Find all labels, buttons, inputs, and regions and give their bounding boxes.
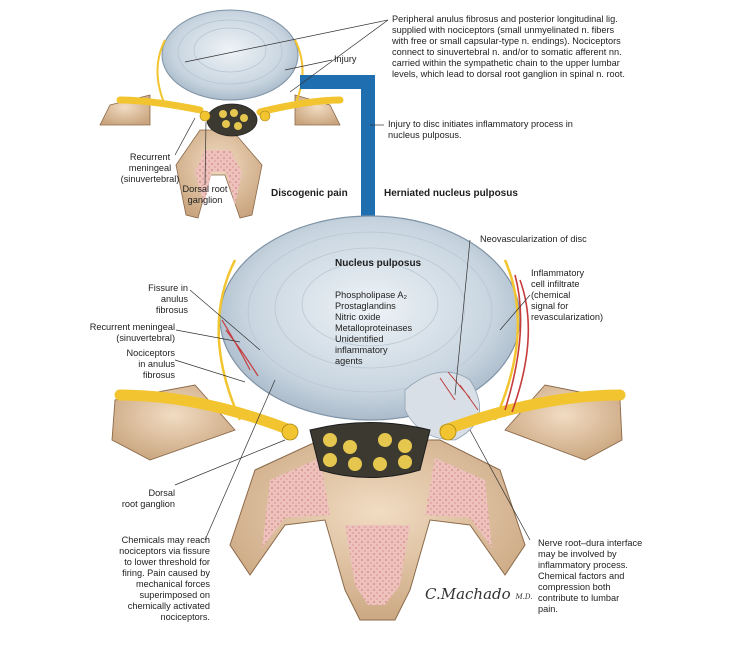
label-herniated-nucleus: Herniated nucleus pulposus — [384, 188, 518, 199]
label-line: connect to sinuvertebral n. and/or to so… — [392, 47, 622, 57]
label-line: Dorsal root — [182, 184, 228, 194]
label-line: mechanical forces — [135, 579, 210, 589]
top-vertebra — [99, 9, 344, 219]
label-line: compression both — [538, 582, 611, 592]
label-nucleus-pulposus: Nucleus pulposus — [335, 258, 422, 269]
label-line: Nerve root–dura interface — [538, 538, 643, 548]
label-inflammatory-agents: Phospholipase A₂ Prostaglandins Nitric o… — [335, 290, 412, 367]
label-line: cell infiltrate — [531, 279, 580, 289]
label-line: firing. Pain caused by — [122, 568, 210, 578]
label-peripheral-anulus: Peripheral anulus fibrosus and posterior… — [392, 14, 625, 80]
label-line: supplied with nociceptors (small unmyeli… — [392, 25, 615, 35]
label-fissure-anulus: Fissure in anulus fibrosus — [110, 283, 188, 316]
label-line: agents — [335, 356, 363, 366]
label-line: meningeal — [128, 163, 172, 173]
label-line: inflammatory process. — [538, 560, 628, 570]
label-line: nociceptors via fissure — [119, 546, 210, 556]
label-line: anulus — [160, 294, 188, 304]
label-line: (chemical — [531, 290, 571, 300]
label-line: root ganglion — [121, 499, 175, 509]
label-line: (sinuvertebral) — [116, 333, 175, 343]
label-nerve-root-dura: Nerve root–dura interface may be involve… — [538, 538, 642, 615]
label-line: to lower threshold for — [124, 557, 210, 567]
label-line: with free or small capsular-type n. endi… — [392, 36, 621, 46]
label-line: revascularization) — [531, 312, 603, 322]
label-line: Nitric oxide — [335, 312, 381, 322]
signature-md: M.D. — [515, 593, 533, 601]
artist-signature: C.Machado M.D. — [425, 585, 532, 603]
label-chemicals-reach: Chemicals may reach nociceptors via fiss… — [90, 535, 210, 623]
label-injury: Injury — [334, 54, 357, 64]
label-line: fibrosus — [155, 305, 188, 315]
label-recurrent-meningeal-top: Recurrent meningeal (sinuvertebral) — [115, 152, 185, 185]
label-line: Fissure in — [148, 283, 188, 293]
signature-text: C.Machado — [425, 585, 511, 603]
label-line: signal for — [531, 301, 569, 311]
label-line: Chemical factors and — [538, 571, 625, 581]
label-discogenic-pain: Discogenic pain — [271, 188, 348, 199]
label-line: pain. — [538, 604, 558, 614]
label-line: Recurrent meningeal — [89, 322, 175, 332]
label-line: carried within the sympathetic chain to … — [392, 58, 620, 68]
label-line: chemically activated — [127, 601, 210, 611]
label-neovascularization: Neovascularization of disc — [480, 234, 587, 244]
label-line: Inflammatory — [531, 268, 585, 278]
leader-lines — [174, 19, 531, 541]
label-nociceptors-anulus: Nociceptors in anulus fibrosus — [100, 348, 175, 381]
label-line: fibrosus — [142, 370, 175, 380]
label-line: Peripheral anulus fibrosus and posterior… — [392, 14, 618, 24]
label-line: superimposed on — [139, 590, 210, 600]
label-recurrent-meningeal-bottom: Recurrent meningeal (sinuvertebral) — [70, 322, 175, 344]
label-line: (sinuvertebral) — [120, 174, 180, 184]
label-dorsal-root-ganglion-bottom: Dorsal root ganglion — [95, 488, 175, 510]
label-line: Nociceptors — [126, 348, 175, 358]
label-line: may be involved by — [538, 549, 617, 559]
label-dorsal-root-ganglion-top: Dorsal root ganglion — [175, 184, 235, 206]
label-line: Prostaglandins — [335, 301, 396, 311]
label-line: nociceptors. — [160, 612, 210, 622]
label-line: levels, which lead to dorsal root gangli… — [392, 69, 625, 79]
label-line: Recurrent — [129, 152, 171, 162]
label-line: nucleus pulposus. — [388, 130, 462, 140]
label-line: inflammatory — [335, 345, 388, 355]
label-line: in anulus — [138, 359, 175, 369]
label-line: Metalloproteinases — [335, 323, 413, 333]
bottom-vertebra — [111, 215, 626, 621]
label-line: Injury to disc initiates inflammatory pr… — [388, 119, 573, 129]
label-injury-initiates: Injury to disc initiates inflammatory pr… — [388, 119, 573, 141]
label-line: Phospholipase A₂ — [335, 290, 408, 300]
label-line: Chemicals may reach — [121, 535, 210, 545]
label-line: contribute to lumbar — [538, 593, 620, 603]
label-line: Dorsal — [148, 488, 175, 498]
label-line: Unidentified — [335, 334, 384, 344]
label-line: ganglion — [187, 195, 223, 205]
label-inflammatory-cell-infiltrate: Inflammatory cell infiltrate (chemical s… — [531, 268, 603, 323]
